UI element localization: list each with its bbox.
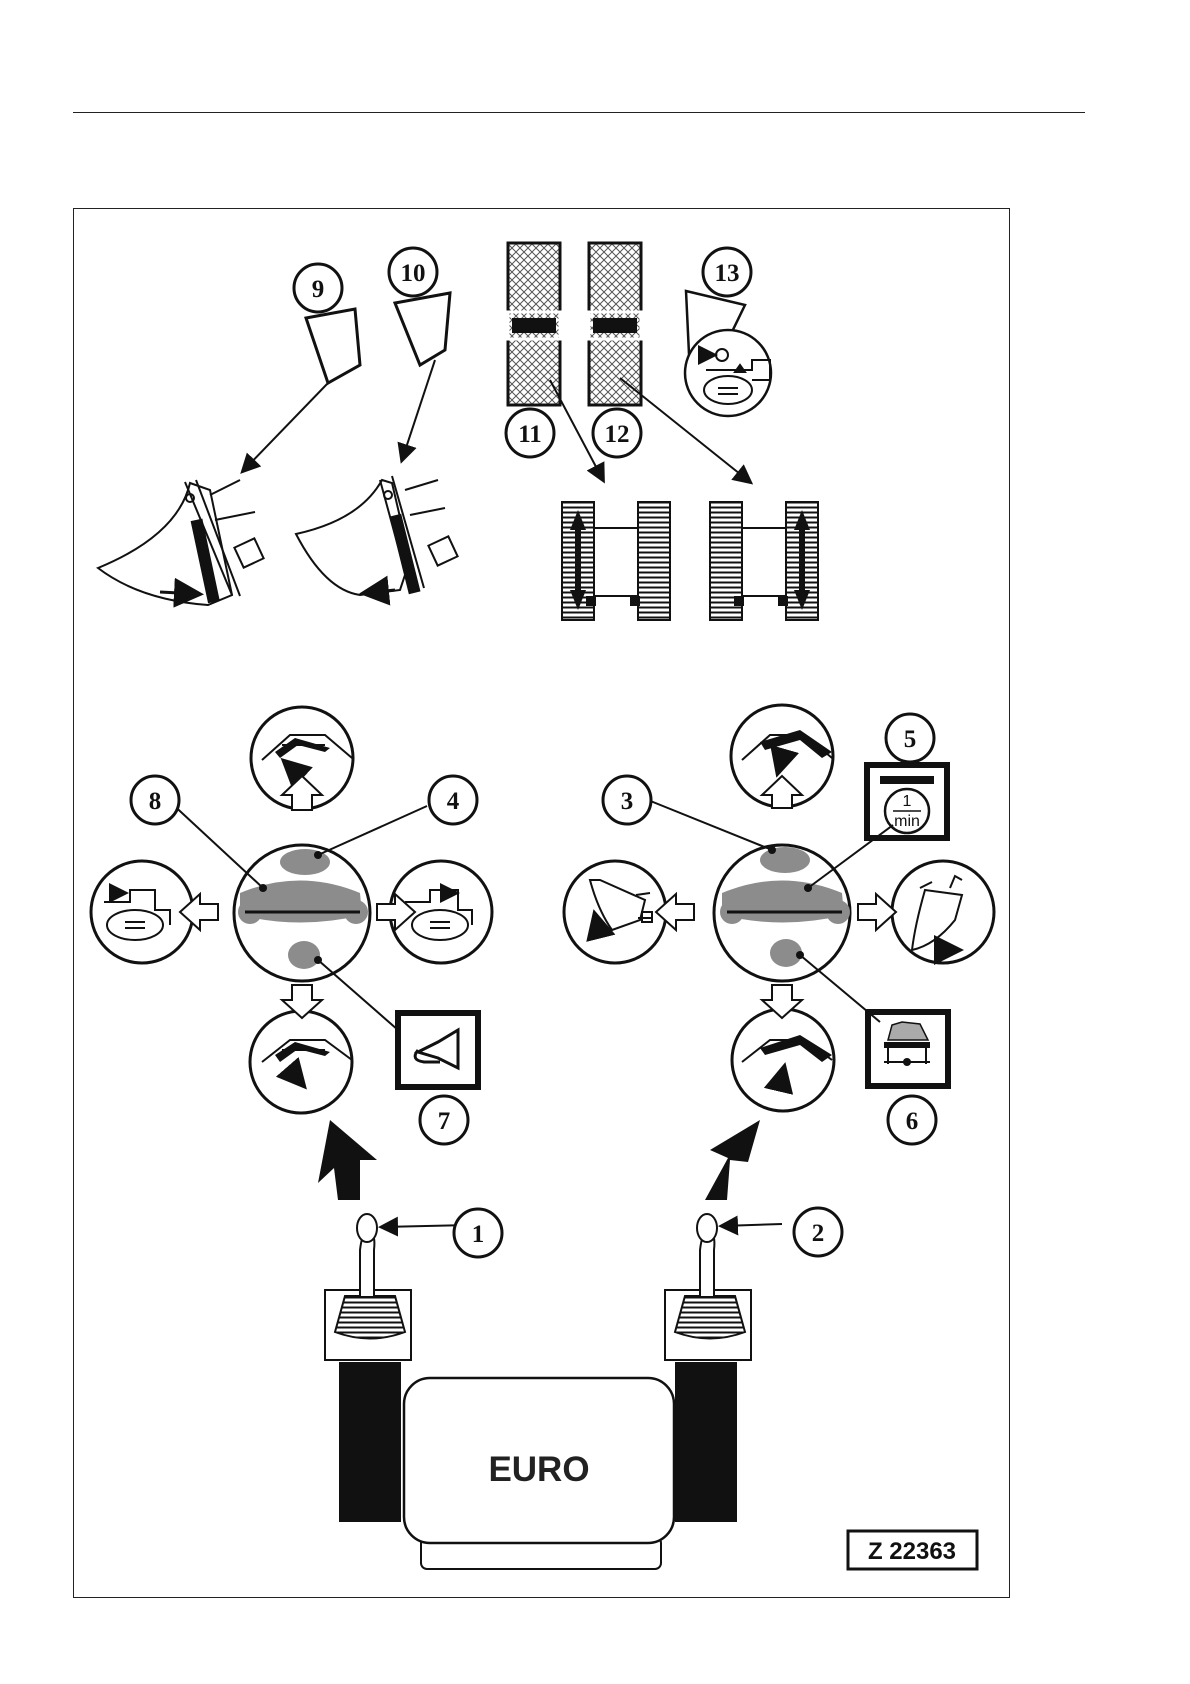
swing-pedal-13 — [685, 291, 771, 416]
callout-12-label: 12 — [605, 421, 630, 448]
undercarriage-left-track — [562, 502, 670, 620]
leader-2 — [722, 1224, 782, 1226]
callout-10-label: 10 — [401, 260, 426, 287]
right-armrest — [675, 1362, 737, 1522]
tilt-bucket-left — [98, 480, 264, 605]
bucket-pedal-9 — [306, 309, 360, 383]
callout-2-label: 2 — [812, 1220, 825, 1247]
callout-1-label: 1 — [472, 1221, 485, 1248]
rpm-numerator: 1 — [903, 793, 912, 810]
callout-8-label: 8 — [149, 788, 162, 815]
left-joystick-direction-arrow — [318, 1120, 377, 1200]
right-right-function-icon — [892, 861, 994, 963]
right-left-function-icon — [564, 861, 666, 963]
callout-6-label: 6 — [906, 1108, 919, 1135]
leader-10 — [402, 360, 435, 460]
left-joystick-grip-top — [234, 845, 370, 981]
callout-5-label: 5 — [904, 726, 917, 753]
tilt-bucket-right — [296, 476, 458, 595]
horn-button-7 — [398, 1013, 478, 1087]
leader-9 — [243, 383, 328, 471]
travel-pedal-12 — [589, 243, 641, 405]
hammer-button-6 — [868, 1012, 948, 1086]
left-armrest — [339, 1362, 401, 1522]
callout-13-label: 13 — [715, 260, 740, 287]
left-down-function-icon — [250, 1011, 352, 1113]
undercarriage-right-track — [710, 502, 818, 620]
right-joystick-direction-arrow — [705, 1120, 760, 1200]
seat-label: EURO — [488, 1450, 589, 1489]
rpm-denominator: min — [894, 813, 920, 830]
callout-9-label: 9 — [312, 276, 325, 303]
engine-speed-button-5: 1 min — [867, 765, 947, 838]
figure-reference: Z 22363 — [868, 1538, 956, 1565]
right-down-function-icon — [732, 1009, 834, 1111]
bucket-pedal-10 — [395, 293, 450, 365]
right-joystick — [665, 1214, 751, 1360]
travel-pedal-11 — [508, 243, 560, 405]
left-joystick — [325, 1214, 411, 1360]
left-left-function-icon — [91, 861, 193, 963]
callout-4-label: 4 — [447, 788, 460, 815]
callout-3-label: 3 — [621, 788, 634, 815]
callout-7-label: 7 — [438, 1108, 451, 1135]
callout-11-label: 11 — [518, 421, 542, 448]
right-joystick-grip-top — [714, 845, 850, 981]
